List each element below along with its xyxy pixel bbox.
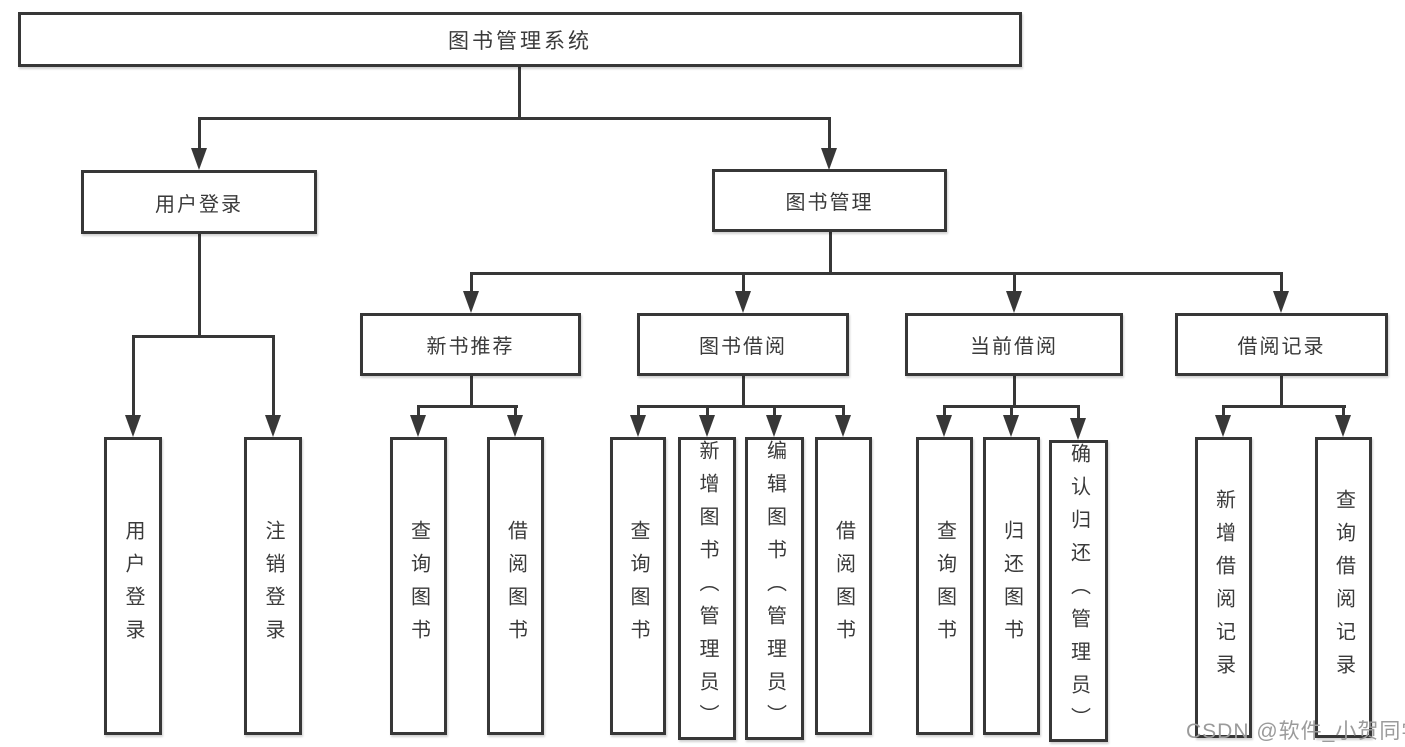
node-label: 查询图书 [407, 520, 430, 652]
connector-line [706, 405, 709, 415]
connector-line [1342, 405, 1345, 415]
node-label: 新增图书（管理员） [696, 440, 718, 737]
node-query-books-borrow: 查询图书 [610, 437, 666, 735]
connector-line [198, 117, 831, 120]
arrow-down-icon [766, 415, 782, 437]
watermark-text: CSDN @软件_小贺同学 [1186, 720, 1405, 743]
arrow-down-icon [835, 415, 851, 437]
node-label: 编辑图书（管理员） [763, 440, 786, 737]
node-add-book-admin: 新增图书（管理员） [678, 437, 736, 740]
arrow-down-icon [463, 291, 479, 313]
connector-line [637, 405, 640, 415]
connector-line [470, 272, 1282, 275]
connector-line [470, 376, 473, 407]
arrow-down-icon [507, 415, 523, 437]
connector-line [943, 405, 946, 415]
arrow-down-icon [630, 415, 646, 437]
node-book-management: 图书管理 [712, 169, 947, 232]
arrow-down-icon [265, 415, 281, 437]
connector-line [132, 335, 275, 338]
node-leaf-user-login: 用户登录 [104, 437, 162, 735]
connector-line [1077, 405, 1080, 418]
arrow-down-icon [699, 415, 715, 437]
node-leaf-logout: 注销登录 [244, 437, 302, 735]
connector-line [198, 117, 201, 148]
node-current-borrow: 当前借阅 [905, 313, 1123, 376]
arrow-down-icon [735, 291, 751, 313]
node-label: 新书推荐 [426, 336, 515, 358]
node-label: 新增借阅记录 [1212, 488, 1235, 687]
arrow-down-icon [1003, 415, 1019, 437]
connector-line [514, 405, 517, 415]
node-label: 查询图书 [627, 520, 649, 652]
node-book-borrow: 图书借阅 [637, 313, 849, 376]
connector-line [1013, 272, 1016, 291]
node-user-login: 用户登录 [81, 170, 317, 234]
connector-line [1280, 272, 1283, 291]
arrow-down-icon [191, 148, 207, 170]
node-label: 借阅图书 [504, 520, 527, 652]
arrow-down-icon [410, 415, 426, 437]
connector-line [742, 376, 745, 407]
node-label: 用户登录 [155, 193, 243, 216]
node-label: 图书借阅 [699, 336, 787, 358]
connector-line [1222, 405, 1225, 415]
node-query-borrow-record: 查询借阅记录 [1315, 437, 1372, 738]
node-query-books-current: 查询图书 [916, 437, 973, 735]
node-edit-book-admin: 编辑图书（管理员） [745, 437, 804, 740]
node-add-borrow-record: 新增借阅记录 [1195, 437, 1252, 738]
node-library-system: 图书管理系统 [18, 12, 1022, 67]
arrow-down-icon [1070, 418, 1086, 440]
connector-line [842, 405, 845, 415]
arrow-down-icon [1273, 291, 1289, 313]
node-label: 当前借阅 [970, 336, 1058, 358]
connector-line [1280, 376, 1283, 407]
arrow-down-icon [936, 415, 952, 437]
node-query-books-recommend: 查询图书 [390, 437, 447, 735]
node-borrow-records: 借阅记录 [1175, 313, 1388, 376]
arrow-down-icon [1215, 415, 1231, 437]
connector-line [470, 272, 473, 291]
connector-line [518, 67, 521, 119]
node-label: 查询图书 [933, 520, 956, 652]
node-label: 注销登录 [262, 520, 284, 652]
connector-line [1013, 376, 1016, 407]
node-label: 借阅记录 [1237, 336, 1326, 358]
node-label: 查询借阅记录 [1332, 488, 1355, 687]
node-confirm-return-admin: 确认归还（管理员） [1049, 440, 1108, 742]
connector-line [417, 405, 518, 408]
connector-line [773, 405, 776, 415]
connector-line [742, 272, 745, 291]
arrow-down-icon [821, 148, 837, 170]
arrow-down-icon [1335, 415, 1351, 437]
connector-line [1010, 405, 1013, 415]
node-label: 确认归还（管理员） [1067, 443, 1090, 740]
arrow-down-icon [125, 415, 141, 437]
connector-line [132, 335, 135, 415]
node-borrow-books-borrow: 借阅图书 [815, 437, 872, 735]
node-return-books: 归还图书 [983, 437, 1040, 735]
connector-line [829, 232, 832, 274]
node-label: 图书管理 [785, 192, 874, 214]
connector-line [198, 234, 201, 337]
arrow-down-icon [1006, 291, 1022, 313]
node-borrow-books-recommend: 借阅图书 [487, 437, 544, 735]
connector-line [828, 117, 831, 148]
node-label: 借阅图书 [832, 520, 855, 652]
connector-line [272, 335, 275, 415]
node-label: 归还图书 [1000, 520, 1023, 652]
node-label: 用户登录 [122, 520, 144, 652]
node-label: 图书管理系统 [448, 29, 592, 53]
node-new-book-recommend: 新书推荐 [360, 313, 581, 376]
connector-line [417, 405, 420, 415]
connector-line [637, 405, 844, 408]
connector-line [1223, 405, 1346, 408]
